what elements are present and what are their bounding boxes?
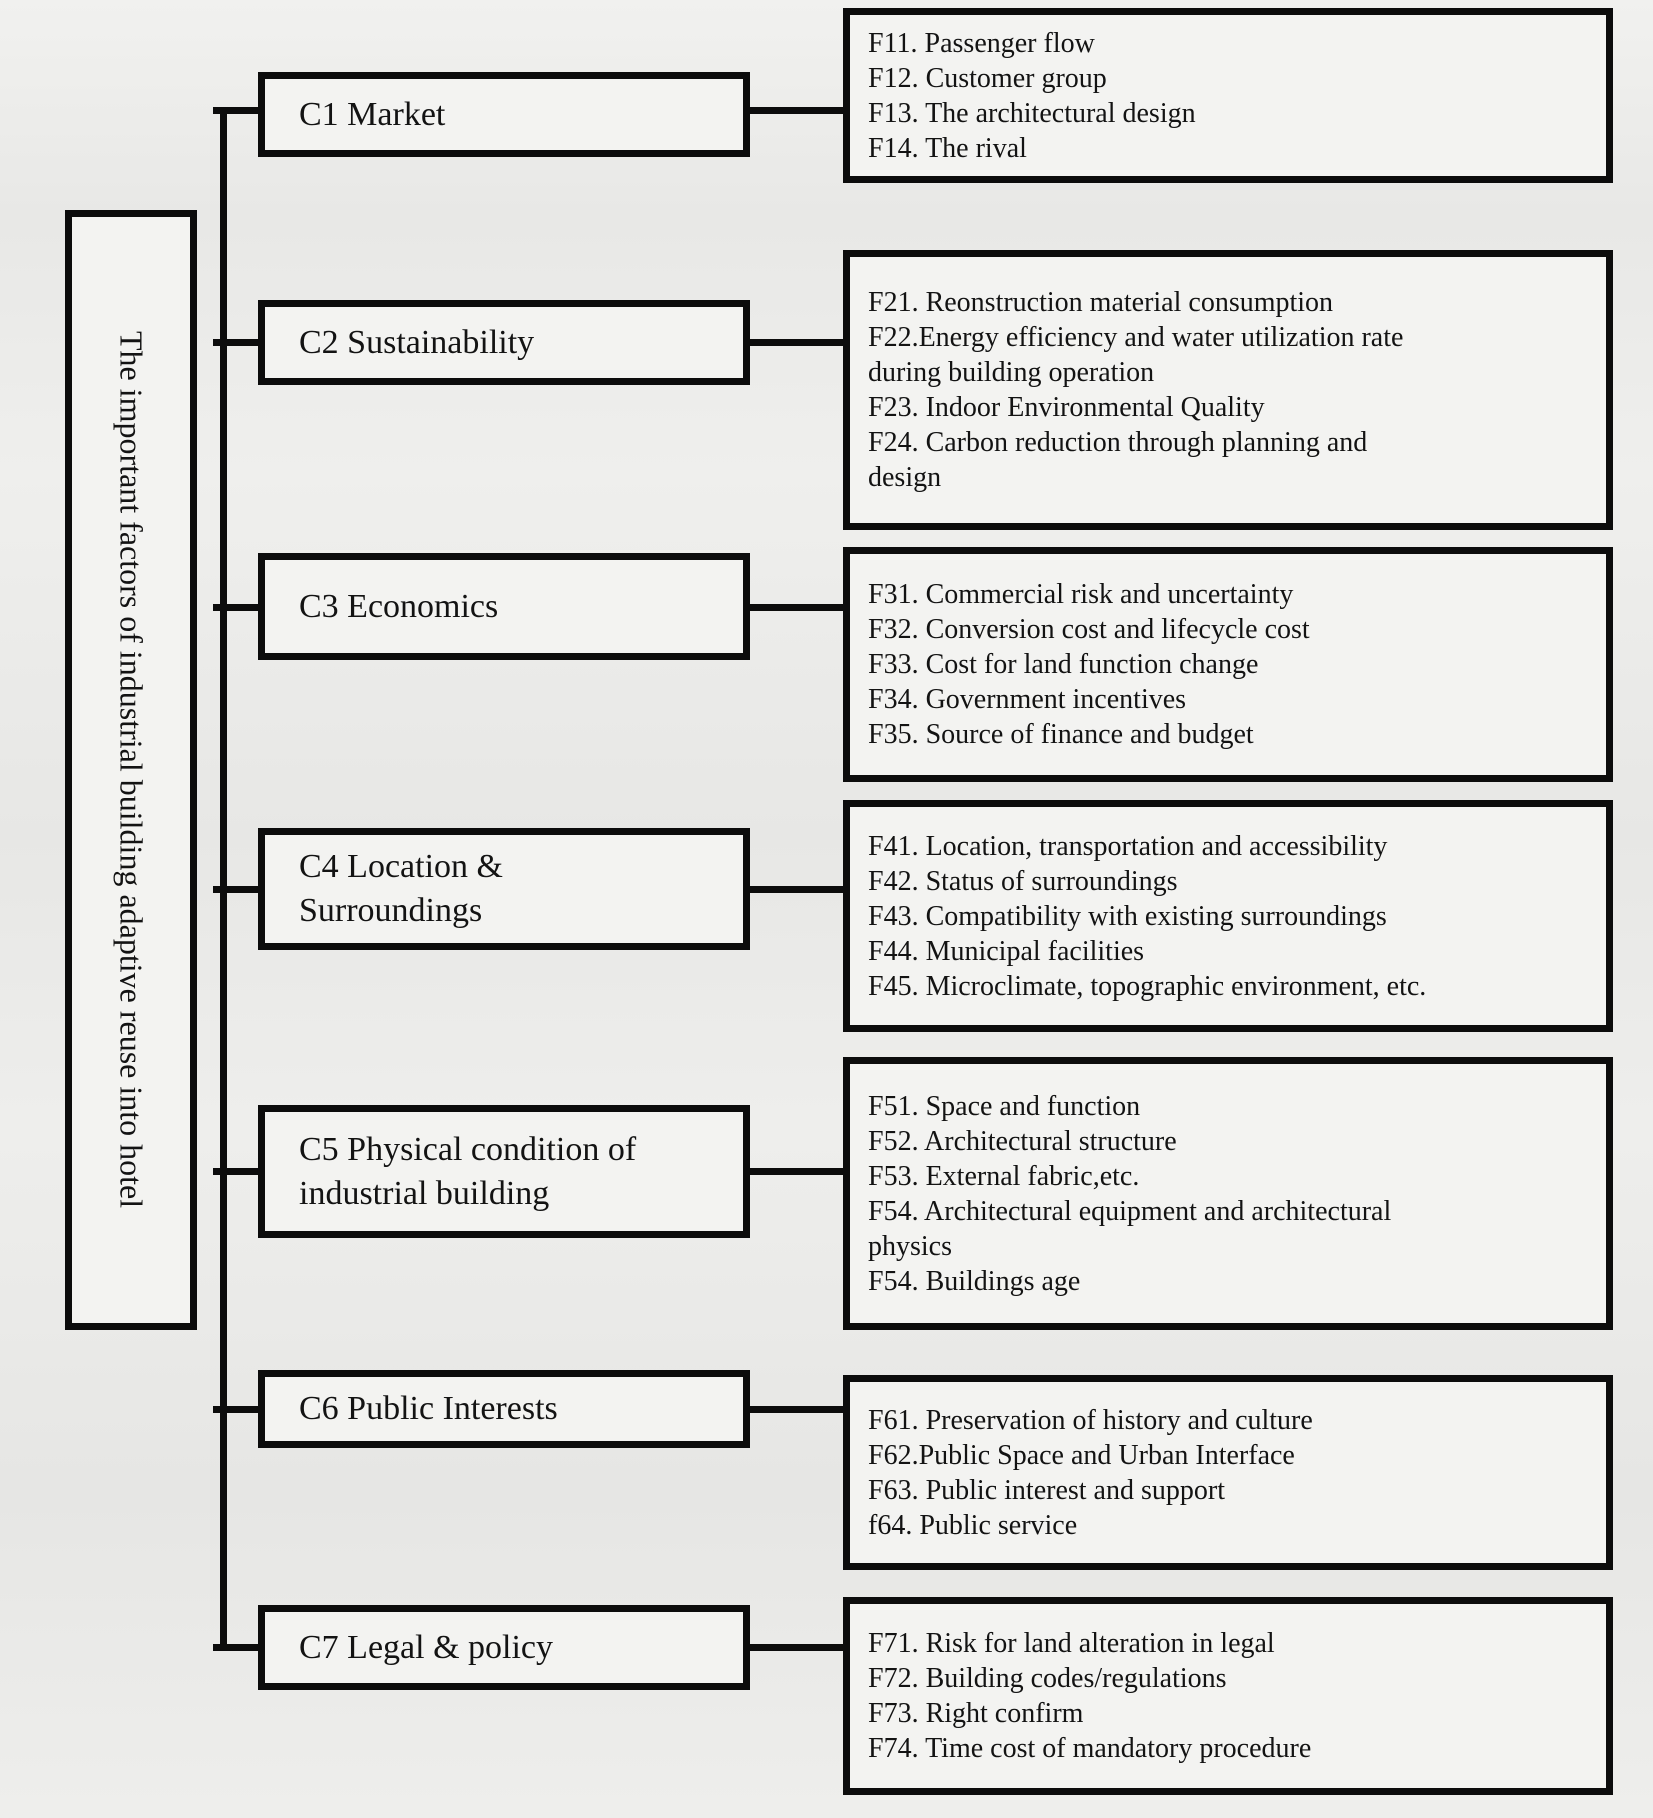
factor-group-c1: F11. Passenger flow F12. Customer group …: [843, 8, 1613, 183]
factor-group-c7: F71. Risk for land alteration in legal F…: [843, 1597, 1613, 1795]
factor-item: F63. Public interest and support: [868, 1474, 1225, 1506]
connector-c2-factors: [744, 339, 850, 346]
trunk-line: [220, 107, 227, 1651]
category-label: C6 Public Interests: [299, 1390, 558, 1427]
connector-c6-factors: [744, 1406, 850, 1413]
factor-item: F74. Time cost of mandatory procedure: [868, 1733, 1312, 1764]
factor-group-c2: F21. Reonstruction material consumption …: [843, 250, 1613, 530]
factor-item: F22.Energy efficiency and water utilizat…: [868, 322, 1404, 388]
category-node-c6: C6 Public Interests: [258, 1370, 750, 1448]
factor-group-c3: F31. Commercial risk and uncertainty F32…: [843, 547, 1613, 782]
factor-item: F35. Source of finance and budget: [868, 719, 1254, 750]
connector-trunk-c6: [213, 1406, 265, 1413]
root-node: The important factors of industrial buil…: [65, 210, 197, 1330]
category-node-c1: C1 Market: [258, 72, 750, 157]
root-node-label: The important factors of industrial buil…: [113, 331, 150, 1209]
connector-c7-factors: [744, 1644, 850, 1651]
factor-item: F61. Preservation of history and culture: [868, 1404, 1313, 1436]
category-label: C3 Economics: [299, 587, 499, 625]
category-node-c4: C4 Location & Surroundings: [258, 828, 750, 950]
connector-c1-factors: [744, 107, 850, 114]
factor-item: F11. Passenger flow: [868, 27, 1095, 59]
factor-item: F54. Architectural equipment and archite…: [868, 1195, 1392, 1262]
category-node-c3: C3 Economics: [258, 553, 750, 660]
category-label: C4 Location & Surroundings: [299, 848, 503, 929]
factor-item: F73. Right confirm: [868, 1698, 1084, 1729]
connector-trunk-c3: [213, 604, 265, 611]
connector-c5-factors: [744, 1168, 850, 1175]
factor-item: F41. Location, transportation and access…: [868, 830, 1388, 862]
factor-item: F21. Reonstruction material consumption: [868, 287, 1334, 318]
connector-trunk-c2: [213, 339, 265, 346]
factor-item: F14. The rival: [868, 132, 1027, 164]
factor-group-c5: F51. Space and function F52. Architectur…: [843, 1057, 1613, 1330]
category-label: C1 Market: [299, 95, 446, 133]
factor-item: F71. Risk for land alteration in legal: [868, 1628, 1275, 1659]
factor-item: F42. Status of surroundings: [868, 865, 1178, 897]
category-label: C5 Physical condition of industrial buil…: [299, 1130, 637, 1212]
factor-item: F33. Cost for land function change: [868, 649, 1259, 680]
category-label: C2 Sustainability: [299, 323, 535, 361]
connector-c3-factors: [744, 604, 850, 611]
factor-group-c6: F61. Preservation of history and culture…: [843, 1375, 1613, 1570]
factor-item: F44. Municipal facilities: [868, 935, 1145, 967]
connector-c4-factors: [744, 886, 850, 893]
category-label: C7 Legal & policy: [299, 1628, 554, 1666]
factor-item: F23. Indoor Environmental Quality: [868, 392, 1265, 423]
factor-item: F53. External fabric,etc.: [868, 1160, 1140, 1192]
category-node-c2: C2 Sustainability: [258, 300, 750, 385]
connector-trunk-c7: [213, 1644, 265, 1651]
factor-item: F34. Government incentives: [868, 684, 1187, 715]
category-node-c7: C7 Legal & policy: [258, 1605, 750, 1690]
factor-item: F54. Buildings age: [868, 1265, 1081, 1297]
connector-trunk-c4: [213, 886, 265, 893]
connector-trunk-c5: [213, 1168, 265, 1175]
factor-item: F24. Carbon reduction through planning a…: [868, 427, 1368, 493]
connector-trunk-c1: [213, 107, 265, 114]
factor-item: F12. Customer group: [868, 62, 1107, 94]
factor-item: f64. Public service: [868, 1509, 1078, 1541]
factor-item: F52. Architectural structure: [868, 1125, 1177, 1157]
factor-item: F31. Commercial risk and uncertainty: [868, 579, 1294, 610]
factor-item: F72. Building codes/regulations: [868, 1663, 1227, 1694]
category-node-c5: C5 Physical condition of industrial buil…: [258, 1105, 750, 1238]
factor-group-c4: F41. Location, transportation and access…: [843, 800, 1613, 1032]
factor-item: F51. Space and function: [868, 1090, 1141, 1122]
factor-item: F45. Microclimate, topographic environme…: [868, 970, 1427, 1002]
factor-item: F13. The architectural design: [868, 97, 1196, 129]
factor-item: F32. Conversion cost and lifecycle cost: [868, 614, 1310, 645]
factor-item: F62.Public Space and Urban Interface: [868, 1439, 1295, 1471]
factor-item: F43. Compatibility with existing surroun…: [868, 900, 1387, 932]
